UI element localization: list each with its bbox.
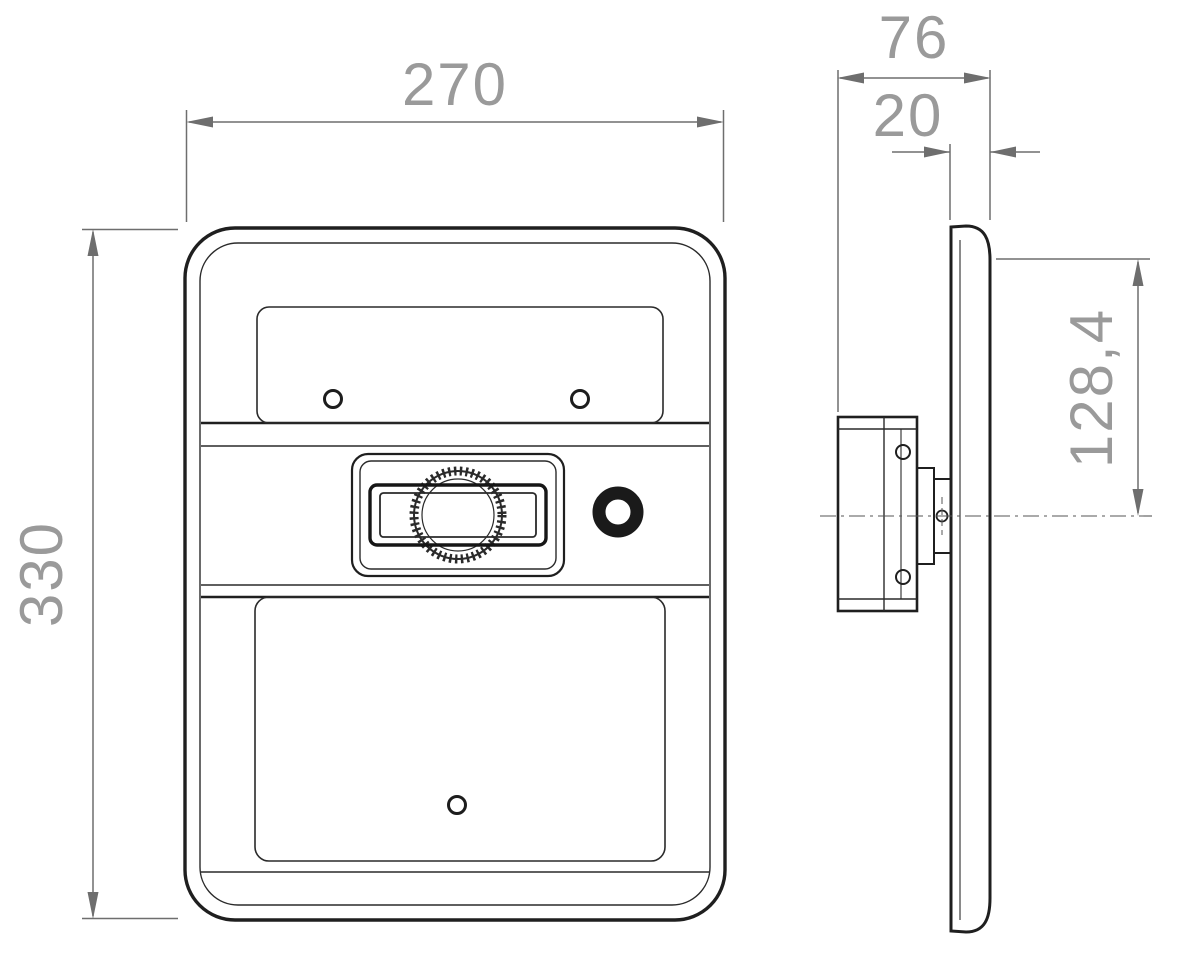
rocker-switch [368,483,548,547]
mounting-bracket [836,415,919,613]
switch-plate [350,452,566,578]
dimension-side-depth-panel-label: 20 [873,82,944,149]
top-grille [256,306,664,424]
screw-bottom-center [447,795,467,815]
switch-plate-inner [359,460,557,570]
rocker-switch-inner [379,492,537,538]
front-view [183,226,727,922]
dimension-side-height-mount: 128,4 [996,258,1150,516]
dimension-side-depth-panel: 20 [873,82,1040,220]
dimension-front-width: 270 [185,51,725,222]
side-view [820,224,1152,934]
dimension-front-height-label: 330 [8,521,75,627]
screw-top-left [323,389,343,409]
dimension-side-depth-total: 76 [837,4,991,412]
led-indicator [592,486,644,538]
front-panel-inner-outline [199,242,711,906]
dimension-front-height: 330 [8,228,178,920]
bottom-grille [254,596,666,862]
dimension-side-depth-total-label: 76 [879,4,950,71]
bracket-screw-top [895,444,911,460]
dimension-side-height-mount-label: 128,4 [1058,308,1125,468]
dimension-front-width-label: 270 [402,51,508,118]
switch-assembly [350,452,644,578]
knurled-ring [409,466,507,564]
side-panel-profile [949,224,992,934]
screw-top-right [570,389,590,409]
front-panel-outline [183,226,727,922]
bracket-screw-bottom [895,569,911,585]
